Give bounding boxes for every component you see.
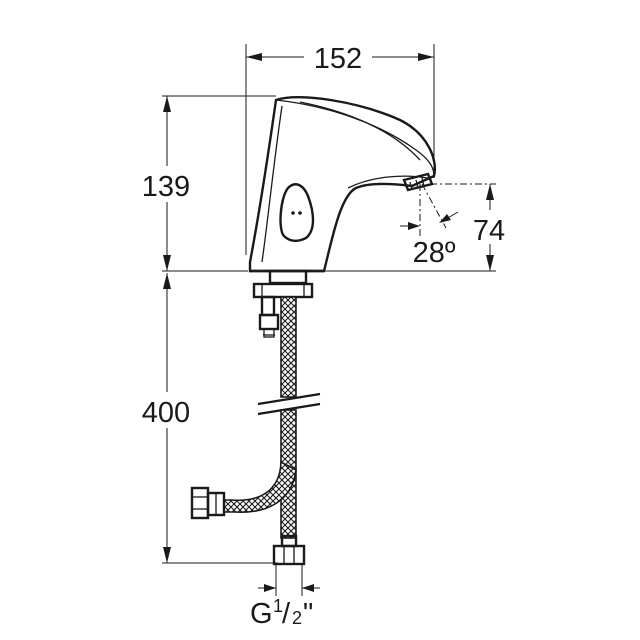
body-height-dimension: 139 xyxy=(133,95,276,272)
body-height-label: 139 xyxy=(142,171,190,203)
outlet-height-dimension: 74 xyxy=(320,183,512,272)
width-label: 152 xyxy=(314,43,362,75)
faucet-body xyxy=(248,96,437,273)
bottom-fitting xyxy=(272,534,306,566)
thread-numerator: 1 xyxy=(273,596,283,616)
sensor-dot-icon xyxy=(291,211,295,215)
thread-dimension: G 1 / 2 " xyxy=(250,564,320,630)
thread-prefix: G xyxy=(250,598,273,630)
side-fitting xyxy=(190,486,226,520)
hose-length-label: 400 xyxy=(142,397,190,429)
thread-denominator: 2 xyxy=(292,608,302,628)
width-dimension: 152 xyxy=(245,40,435,255)
thread-slash: / xyxy=(282,598,291,630)
outlet-angle-dimension: 28º xyxy=(400,183,459,269)
outlet-height-label: 74 xyxy=(473,215,505,247)
sensor-dot-icon xyxy=(298,211,302,215)
outlet-angle-label: 28º xyxy=(413,237,456,269)
hose-length-dimension: 400 xyxy=(133,273,278,564)
supply-hose xyxy=(223,296,321,539)
thread-inch-mark: " xyxy=(303,598,313,630)
